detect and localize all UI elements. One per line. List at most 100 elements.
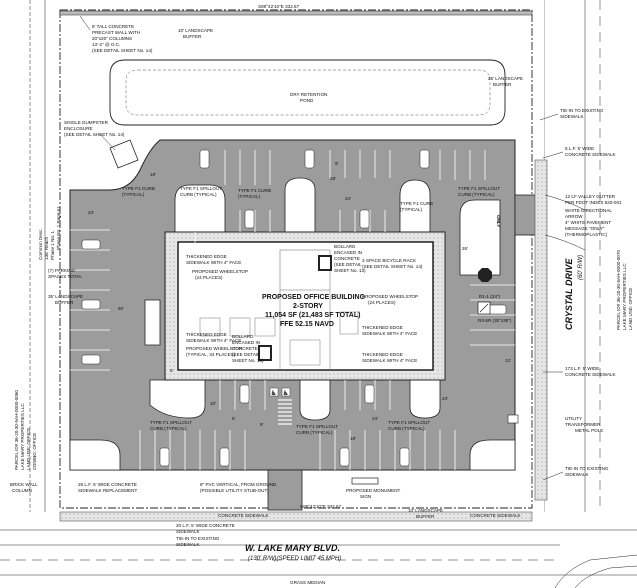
car-symbols xyxy=(81,149,507,467)
callout-spillout-b: TYPE F1 SPILLOUT CURB (TYPICAL) xyxy=(458,186,500,197)
svg-text:18': 18' xyxy=(150,172,156,177)
svg-text:TRANSFORMER: TRANSFORMER xyxy=(565,422,601,427)
callout-labels: 6' TALL CONCRETE PRECAST WALL WITH 20"x2… xyxy=(10,15,622,547)
landscape-islands xyxy=(69,177,516,471)
svg-text:R1-1 (24"): R1-1 (24") xyxy=(479,294,501,299)
pond-line1: DRY RETENTION xyxy=(290,92,327,97)
pond-line2: POND xyxy=(300,98,314,103)
svg-text:BUFFER: BUFFER xyxy=(183,34,202,39)
svg-text:ZONING: OFFICE: ZONING: OFFICE xyxy=(32,433,37,470)
svg-text:CONCRETE: CONCRETE xyxy=(232,346,258,351)
callout-concrete-sidewalk: CONCRETE SIDEWALK CONCRETE SIDEWALK xyxy=(218,513,522,518)
svg-text:CONCRETE SIDEWALK: CONCRETE SIDEWALK xyxy=(470,513,522,518)
svg-text:24': 24' xyxy=(442,396,448,401)
svg-text:CONCRETE SIDEWALK: CONCRETE SIDEWALK xyxy=(565,152,617,157)
svg-text:TYPE F1 CURB: TYPE F1 CURB xyxy=(122,186,155,191)
callout-wheelstop-top: PROPOSED WHEELSTOP (24 PLACES) xyxy=(192,269,248,280)
svg-text:TYPE F1 SPILLOUT: TYPE F1 SPILLOUT xyxy=(150,420,192,425)
svg-text:(THERMOPLASTIC): (THERMOPLASTIC) xyxy=(565,232,608,237)
callout-valley-gutter: 12 LF VALLEY GUTTER PER FDOT INDEX 520-0… xyxy=(565,194,622,205)
bollard-icon xyxy=(258,255,332,361)
svg-text:COLUMN: COLUMN xyxy=(12,488,32,493)
svg-text:(TYPICAL): (TYPICAL) xyxy=(400,207,423,212)
left-parcel-info: PARCEL ID# 36-20-30-5AH-0000-0060 LAKE M… xyxy=(14,390,37,470)
callout-wall: 6' TALL CONCRETE PRECAST WALL WITH 20"x2… xyxy=(79,15,153,53)
callout-landscape-bottom: 10' LANDSCAPE BUFFER xyxy=(408,508,443,519)
callout-dumpster: SINGLE DUMPSTER ENCLOSURE (SEE DETAIL SH… xyxy=(64,120,125,151)
svg-text:TIE-IN TO EXISTING: TIE-IN TO EXISTING xyxy=(560,108,604,113)
callout-tie-in-right-bottom: TIE-IN TO EXISTING SIDEWALK xyxy=(542,466,609,481)
parking-stalls-top xyxy=(194,150,486,262)
svg-text:PROPOSED MONUMENT: PROPOSED MONUMENT xyxy=(346,488,401,493)
svg-text:5': 5' xyxy=(232,416,236,421)
callout-landscape-left: 35' LANDSCAPE BUFFER xyxy=(48,294,83,305)
svg-text:20"x20" COLUMNS: 20"x20" COLUMNS xyxy=(92,36,132,41)
svg-text:SPACES TOTAL: SPACES TOTAL xyxy=(48,274,82,279)
callout-pvc: 8" PVC VERTICAL, FROM GROUND (POSSIBLE U… xyxy=(200,482,277,493)
svg-text:24': 24' xyxy=(88,210,94,215)
callout-spillout-d: TYPE F1 SPILLOUT CURB (TYPICAL) xyxy=(296,424,338,435)
svg-text:(SEE DETAIL SHEET No. 14): (SEE DETAIL SHEET No. 14) xyxy=(362,264,423,269)
callout-sidewalk-20: 20 L.F. 5' WIDE CONCRETE SIDEWALK xyxy=(176,523,235,534)
dry-retention-pond xyxy=(109,59,506,126)
grass-median-label: GRASS MEDIAN xyxy=(290,580,325,585)
svg-text:SIDEWALK WITH 4" FACE: SIDEWALK WITH 4" FACE xyxy=(186,260,241,265)
callout-wheelstop-left: PROPOSED WHEELSTOP (TYPICAL, 34 PLACES) xyxy=(186,346,242,357)
svg-text:24': 24' xyxy=(345,196,351,201)
svg-text:TYPE F1 CURB: TYPE F1 CURB xyxy=(400,201,433,206)
callout-replacement: 28 L.F. 5' WIDE CONCRETE SIDEWALK REPLAC… xyxy=(78,482,137,493)
svg-text:12 LF VALLEY GUTTER: 12 LF VALLEY GUTTER xyxy=(565,194,616,199)
svg-text:PROPOSED WHEELSTOP: PROPOSED WHEELSTOP xyxy=(362,294,418,299)
svg-text:BRICK WALL: BRICK WALL xyxy=(10,482,38,487)
callout-spillout-c: TYPE F1 SPILLOUT CURB (TYPICAL) xyxy=(150,420,192,431)
svg-text:Phase 1 No. 1: Phase 1 No. 1 xyxy=(50,230,55,260)
svg-text:CURB (TYPICAL): CURB (TYPICAL) xyxy=(180,192,217,197)
svg-text:5': 5' xyxy=(170,368,174,373)
stop-sign-icon xyxy=(477,268,492,315)
monument-sign xyxy=(351,477,379,485)
svg-text:CONCRETE: CONCRETE xyxy=(334,256,360,261)
svg-text:(SEE DETAIL: (SEE DETAIL xyxy=(334,262,362,267)
svg-text:TYPE F1 SPILLOUT: TYPE F1 SPILLOUT xyxy=(458,186,500,191)
svg-text:(24 PLACES): (24 PLACES) xyxy=(368,300,396,305)
svg-text:PARCEL ID# 36-20-30-5AH-0000-0: PARCEL ID# 36-20-30-5AH-0000-0070 xyxy=(616,250,621,330)
pond-labels: DRY RETENTION POND xyxy=(290,92,327,103)
lake-mary-name: W. LAKE MARY BLVD. xyxy=(245,543,340,553)
right-parcel-info: PARCEL ID# 36-20-30-5AH-0000-0070 LAKE M… xyxy=(616,250,633,330)
svg-text:BUFFER: BUFFER xyxy=(493,82,512,87)
svg-text:THICKENED EDGE: THICKENED EDGE xyxy=(186,254,227,259)
svg-text:PER FDOT INDEX 520-001: PER FDOT INDEX 520-001 xyxy=(565,200,622,205)
svg-text:8" PVC VERTICAL, FROM GROUND: 8" PVC VERTICAL, FROM GROUND xyxy=(200,482,277,487)
svg-text:UTILITY: UTILITY xyxy=(565,416,582,421)
svg-text:LAKE MARY PROPERTIES LLC: LAKE MARY PROPERTIES LLC xyxy=(20,403,25,470)
svg-text:5 L.F. 5' WIDE: 5 L.F. 5' WIDE xyxy=(565,146,594,151)
dimension-labels: 18' 24' 9' 24' 18' 60' 5' 26' 12' 9' 18'… xyxy=(88,161,511,441)
bottom-boundary-bearing: S89°42'10"E 332.67 xyxy=(300,504,342,509)
lake-mary-row: (130' R/W)(SPEED LIMIT 45 MPH) xyxy=(248,556,341,562)
svg-text:ARROW: ARROW xyxy=(565,214,583,219)
building-stories: 2-STORY xyxy=(293,303,323,310)
dumpster-enclosure xyxy=(109,139,139,169)
svg-text:SIDEWALK: SIDEWALK xyxy=(565,472,590,477)
parking-stalls-bottom xyxy=(139,380,456,470)
svg-text:35' LANDSCAPE: 35' LANDSCAPE xyxy=(48,294,83,299)
svg-text:LAKE MARY PROPERTIES LLC: LAKE MARY PROPERTIES LLC xyxy=(622,263,627,330)
svg-text:CONCRETE SIDEWALK: CONCRETE SIDEWALK xyxy=(565,372,617,377)
callout-spillout-a: TYPE F1 SPILLOUT CURB (TYPICAL) xyxy=(180,186,222,197)
callout-thick-edge-right2: THICKENED EDGE SIDEWALK WITH 4" FACE xyxy=(362,352,417,363)
building-area: 11,054 SF (21,483 SF TOTAL) xyxy=(265,312,360,319)
callout-monument: PROPOSED MONUMENT SIGN xyxy=(346,488,401,499)
callout-tie-in-top: TIE-IN TO EXISTING SIDEWALK xyxy=(539,108,604,121)
boundary-labels: S89°42'10"E 332.67 S89°42'10"E 332.67 xyxy=(258,4,342,509)
callout-curb-c: TYPE F1 CURB (TYPICAL) xyxy=(400,201,433,212)
lake-mary-road xyxy=(0,511,637,588)
svg-text:6' TALL CONCRETE: 6' TALL CONCRETE xyxy=(92,24,134,29)
callout-landscape-top: 10' LANDSCAPE BUFFER xyxy=(178,28,213,39)
callout-bollard-bottom: BOLLARD ENCASED IN CONCRETE (SEE DETAIL … xyxy=(232,334,264,363)
svg-text:PROPOSED WHEELSTOP: PROPOSED WHEELSTOP xyxy=(192,269,248,274)
svg-text:SIDEWALK WITH 4" FACE: SIDEWALK WITH 4" FACE xyxy=(362,358,417,363)
svg-text:THICKENED EDGE: THICKENED EDGE xyxy=(362,325,403,330)
svg-text:TYPE F1 SPILLOUT: TYPE F1 SPILLOUT xyxy=(388,420,430,425)
svg-text:SINGLE DUMPSTER: SINGLE DUMPSTER xyxy=(64,120,109,125)
callout-arrow: WHITE DIRECTIONAL ARROW 4" WHITE PAVEMEN… xyxy=(565,208,612,237)
